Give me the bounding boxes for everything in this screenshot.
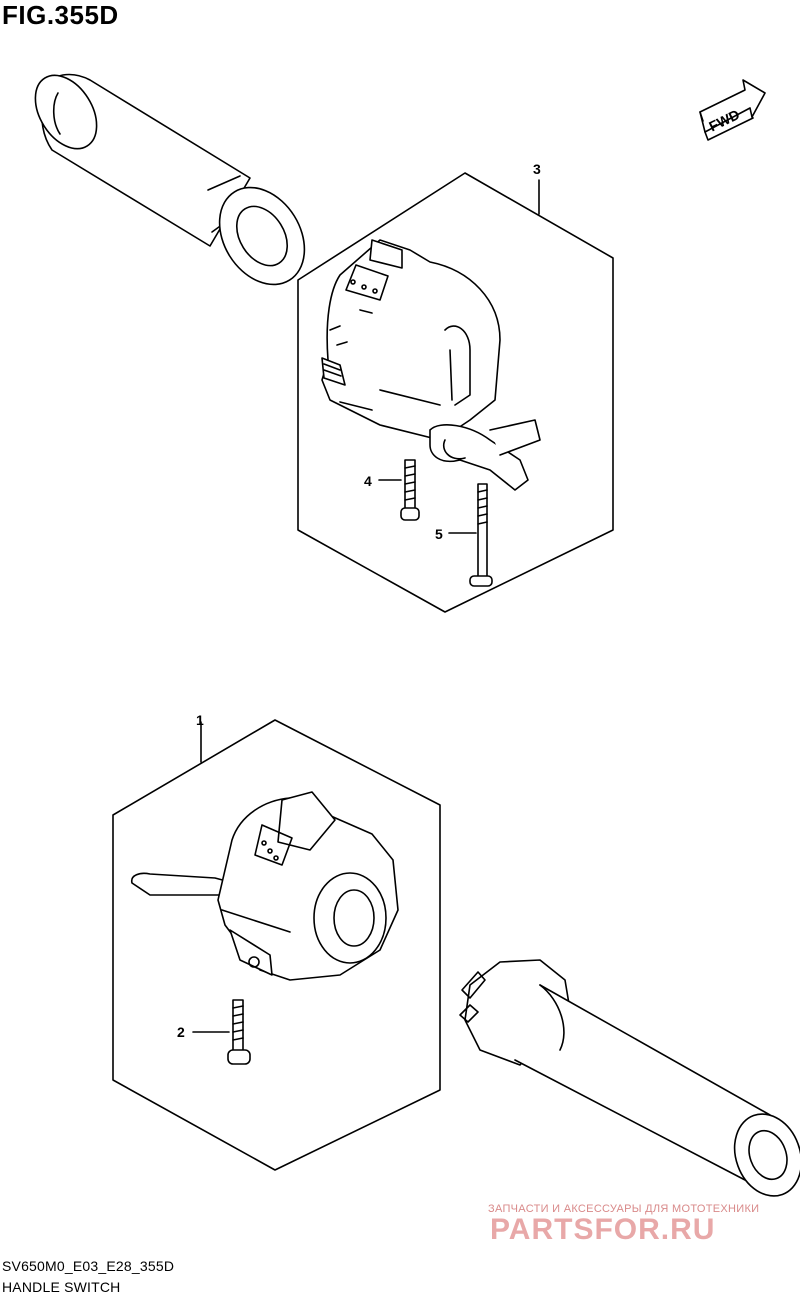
watermark-tagline: ЗАПЧАСТИ И АКСЕССУАРЫ ДЛЯ МОТОТЕХНИКИ: [488, 1203, 760, 1215]
left-handle-switch: [130, 791, 399, 981]
screw-5: [469, 483, 493, 587]
callout-1: 1: [196, 712, 204, 728]
right-handle-switch: [321, 239, 541, 491]
callout-2: 2: [177, 1024, 185, 1040]
watermark-logo: PARTSFOR.RU: [490, 1213, 716, 1246]
figure-name: HANDLE SWITCH: [2, 1279, 121, 1295]
screw-4: [400, 459, 420, 521]
callout-3: 3: [533, 161, 541, 177]
callout-5: 5: [435, 526, 443, 542]
left-grip: [34, 73, 306, 286]
figure-code: SV650M0_E03_E28_355D: [2, 1258, 175, 1274]
upper-part-frame: [297, 172, 614, 613]
screw-2: [227, 999, 251, 1065]
throttle-grip: [459, 959, 800, 1197]
figure-title: FIG.355D: [2, 0, 119, 30]
fwd-arrow-icon: FWD: [699, 79, 766, 141]
lower-part-frame: [112, 719, 441, 1171]
callout-4: 4: [364, 473, 372, 489]
